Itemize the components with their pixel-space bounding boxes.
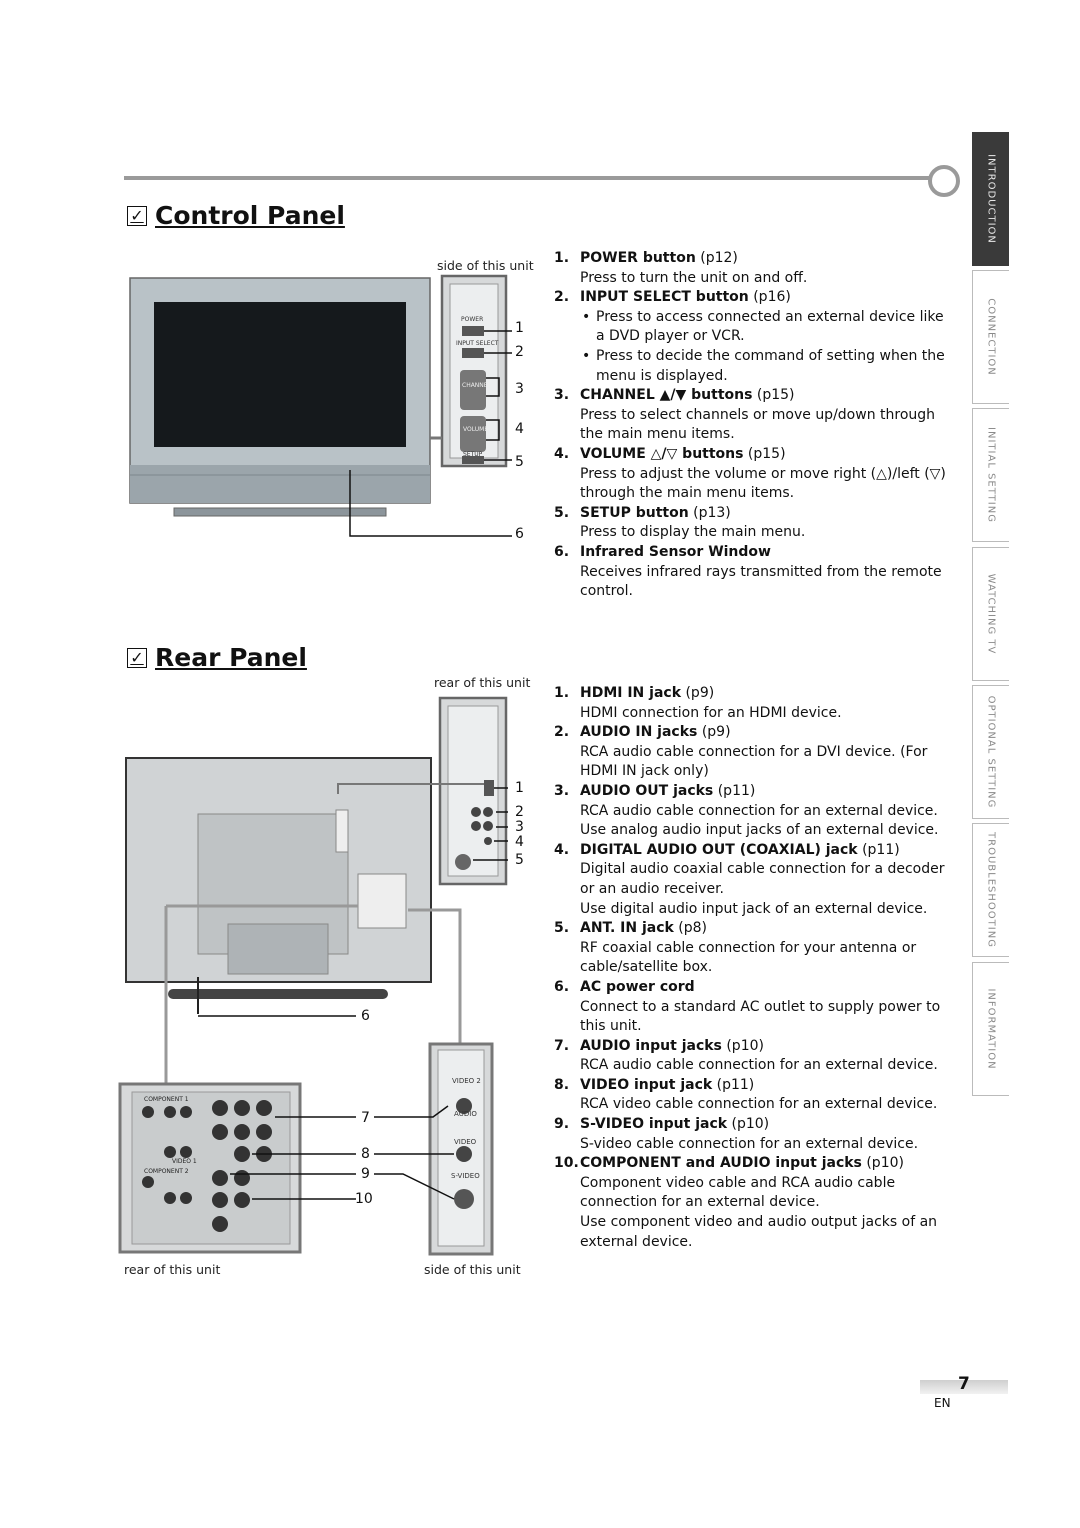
list-item: 10.COMPONENT and AUDIO input jacks (p10)	[554, 1155, 904, 1172]
item-description: HDMI connection for an HDMI device.	[580, 704, 842, 721]
list-item: 3.CHANNEL ▲/▼ buttons (p15)	[554, 387, 795, 404]
tab-connection[interactable]: CONNECTION	[972, 270, 1009, 404]
callout-10: 10	[355, 1191, 373, 1207]
list-item: 3.AUDIO OUT jacks (p11)	[554, 782, 756, 799]
checkbox-icon: ✓	[127, 647, 147, 668]
callout-2: 2	[515, 804, 524, 820]
callout-6: 6	[361, 1008, 370, 1024]
list-item: 1.HDMI IN jack (p9)	[554, 685, 715, 701]
list-item: 7.AUDIO input jacks (p10)	[554, 1037, 764, 1054]
tab-watching-tv[interactable]: WATCHING TV	[972, 547, 1009, 681]
callout-2: 2	[515, 344, 524, 360]
callout-4: 4	[515, 421, 524, 437]
tab-initial-setting[interactable]: INITIAL SETTING	[972, 408, 1009, 542]
component2-label: COMPONENT 2	[144, 1168, 189, 1175]
control-panel-list: 1.POWER button (p12) Press to turn the u…	[554, 249, 954, 602]
item-description: Use digital audio input jack of an exter…	[580, 900, 928, 917]
page-number-bar	[920, 1380, 1008, 1394]
rear-of-unit-label-bottom: rear of this unit	[124, 1262, 221, 1277]
control-panel-title: Control Panel	[155, 201, 345, 230]
svideo-label: S-VIDEO	[451, 1172, 480, 1180]
callout-1: 1	[515, 320, 524, 336]
control-panel-heading: ✓ Control Panel	[127, 201, 345, 230]
tab-troubleshooting[interactable]: TROUBLESHOOTING	[972, 823, 1009, 957]
list-item: 5.SETUP button (p13)	[554, 504, 731, 521]
callout-4: 4	[515, 834, 524, 850]
header-rule-circle	[928, 165, 960, 197]
power-button-label: POWER	[461, 316, 484, 323]
rear-tv-illustration	[118, 696, 508, 1256]
tab-label: INFORMATION	[985, 988, 997, 1070]
item-description: RF coaxial cable connection for your ant…	[580, 939, 917, 976]
callout-8: 8	[361, 1146, 370, 1162]
tab-label: INITIAL SETTING	[985, 427, 997, 523]
video1-label: VIDEO 1	[172, 1158, 197, 1165]
list-item: 4.VOLUME △/▽ buttons (p15)	[554, 445, 786, 462]
item-description: Receives infrared rays transmitted from …	[580, 563, 942, 600]
list-item: 6.Infrared Sensor Window	[554, 543, 771, 560]
item-description: Press to turn the unit on and off.	[580, 269, 808, 286]
audio-label: AUDIO	[454, 1110, 477, 1118]
item-description: Connect to a standard AC outlet to suppl…	[580, 998, 941, 1035]
tab-introduction[interactable]: INTRODUCTION	[972, 132, 1009, 266]
checkbox-icon: ✓	[127, 205, 147, 226]
list-item: 8.VIDEO input jack (p11)	[554, 1076, 755, 1093]
input-select-label: INPUT SELECT	[456, 340, 499, 347]
rear-panel-list: 1.HDMI IN jack (p9) HDMI connection for …	[554, 684, 954, 1252]
callout-5: 5	[515, 852, 524, 868]
front-tv-illustration	[129, 274, 512, 537]
callout-3: 3	[515, 819, 524, 835]
tab-label: WATCHING TV	[985, 573, 997, 655]
list-item: 4.DIGITAL AUDIO OUT (COAXIAL) jack (p11)	[554, 841, 900, 858]
channel-label: CHANNEL	[462, 382, 491, 389]
video2-label: VIDEO 2	[452, 1077, 481, 1085]
tab-label: OPTIONAL SETTING	[985, 695, 997, 809]
callout-1: 1	[515, 780, 524, 796]
callout-5: 5	[515, 454, 524, 470]
list-item: 6.AC power cord	[554, 978, 695, 995]
rear-panel-title: Rear Panel	[155, 643, 307, 672]
item-description: Use component video and audio output jac…	[580, 1214, 938, 1250]
item-bullet: Press to access connected an external de…	[554, 308, 954, 347]
page-number: 7	[958, 1374, 970, 1394]
list-item: 9.S-VIDEO input jack (p10)	[554, 1116, 770, 1133]
item-bullet: Press to decide the command of setting w…	[554, 347, 954, 386]
side-of-unit-label-bottom: side of this unit	[424, 1262, 521, 1277]
list-item: 2.AUDIO IN jacks (p9)	[554, 724, 731, 741]
list-item: 1.POWER button (p12)	[554, 250, 738, 266]
component1-label: COMPONENT 1	[144, 1096, 189, 1103]
item-description: RCA audio cable connection for an extern…	[580, 1057, 938, 1074]
item-description: Use analog audio input jacks of an exter…	[580, 822, 939, 839]
item-description: RCA audio cable connection for a DVI dev…	[580, 743, 928, 780]
video-label: VIDEO	[454, 1138, 477, 1146]
item-description: Press to adjust the volume or move right…	[580, 465, 946, 502]
callout-7: 7	[361, 1110, 370, 1126]
language-label: EN	[934, 1396, 951, 1410]
header-rule	[124, 176, 932, 180]
callout-3: 3	[515, 381, 524, 397]
item-description: Component video cable and RCA audio cabl…	[580, 1174, 896, 1211]
rear-panel-heading: ✓ Rear Panel	[127, 643, 307, 672]
list-item: 5.ANT. IN jack (p8)	[554, 920, 707, 937]
item-description: Digital audio coaxial cable connection f…	[580, 861, 945, 897]
setup-label: SETUP	[463, 451, 483, 458]
tab-label: TROUBLESHOOTING	[985, 832, 997, 948]
side-of-unit-label: side of this unit	[437, 258, 534, 273]
callout-6: 6	[515, 526, 524, 542]
item-description: RCA video cable connection for an extern…	[580, 1096, 938, 1113]
item-description: S-video cable connection for an external…	[580, 1135, 919, 1152]
rear-of-unit-label-top: rear of this unit	[434, 675, 531, 690]
volume-label: VOLUME	[463, 426, 489, 433]
item-description: Press to display the main menu.	[580, 524, 806, 541]
callout-9: 9	[361, 1166, 370, 1182]
tab-information[interactable]: INFORMATION	[972, 962, 1009, 1096]
tab-label: CONNECTION	[985, 298, 997, 376]
item-description: RCA audio cable connection for an extern…	[580, 802, 938, 819]
tab-optional-setting[interactable]: OPTIONAL SETTING	[972, 685, 1009, 819]
tab-label: INTRODUCTION	[985, 154, 997, 244]
item-description: Press to select channels or move up/down…	[580, 406, 936, 443]
list-item: 2.INPUT SELECT button (p16)	[554, 289, 791, 306]
